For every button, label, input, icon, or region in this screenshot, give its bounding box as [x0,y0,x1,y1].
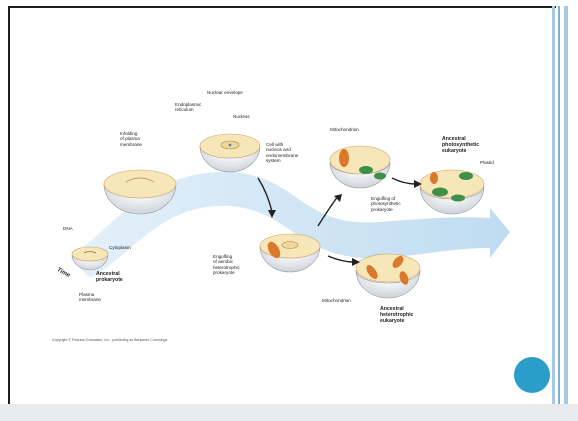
label-ancestral-prokaryote: Ancestral prokaryote [96,271,123,283]
heterotrophic-eukaryote-cell [356,254,420,298]
nucleated-cell [200,134,260,172]
label-plasma-membrane: Plasma membrane [79,292,101,303]
label-engulfing-photosynthetic: Engulfing of photosynthetic prokaryote [371,196,401,212]
photosynthetic-eukaryote-cell [420,170,484,214]
label-nucleus: Nucleus [233,114,250,119]
label-ancestral-photosynthetic: Ancestral photosynthetic eukaryote [442,136,479,154]
label-endoplasmic-reticulum: Endoplasmic reticulum [175,102,201,113]
label-ancestral-heterotrophic: Ancestral heterotrophic eukaryote [380,306,413,324]
label-mitochondrion-bottom: Mitochondrion [322,298,351,303]
copyright-note: Copyright © Pearson Education, Inc., pub… [52,338,167,342]
label-cell-with-nucleus: Cell with nucleus and endomembrane syste… [266,142,298,164]
label-nuclear-envelope: Nuclear envelope [207,90,243,95]
engulfing-aerobic-cell [260,234,320,272]
label-plastid: Plastid [480,160,494,165]
label-infolding: Infolding of plasma membrane [120,131,142,147]
label-engulfing-aerobic: Engulfing of aerobic heterotrophic proka… [213,254,240,276]
mitochondrion-cell [330,146,390,188]
label-dna: DNA [63,226,73,231]
label-mitochondrion-top: Mitochondrion [330,127,359,132]
label-cytoplasm: Cytoplasm [109,245,131,250]
